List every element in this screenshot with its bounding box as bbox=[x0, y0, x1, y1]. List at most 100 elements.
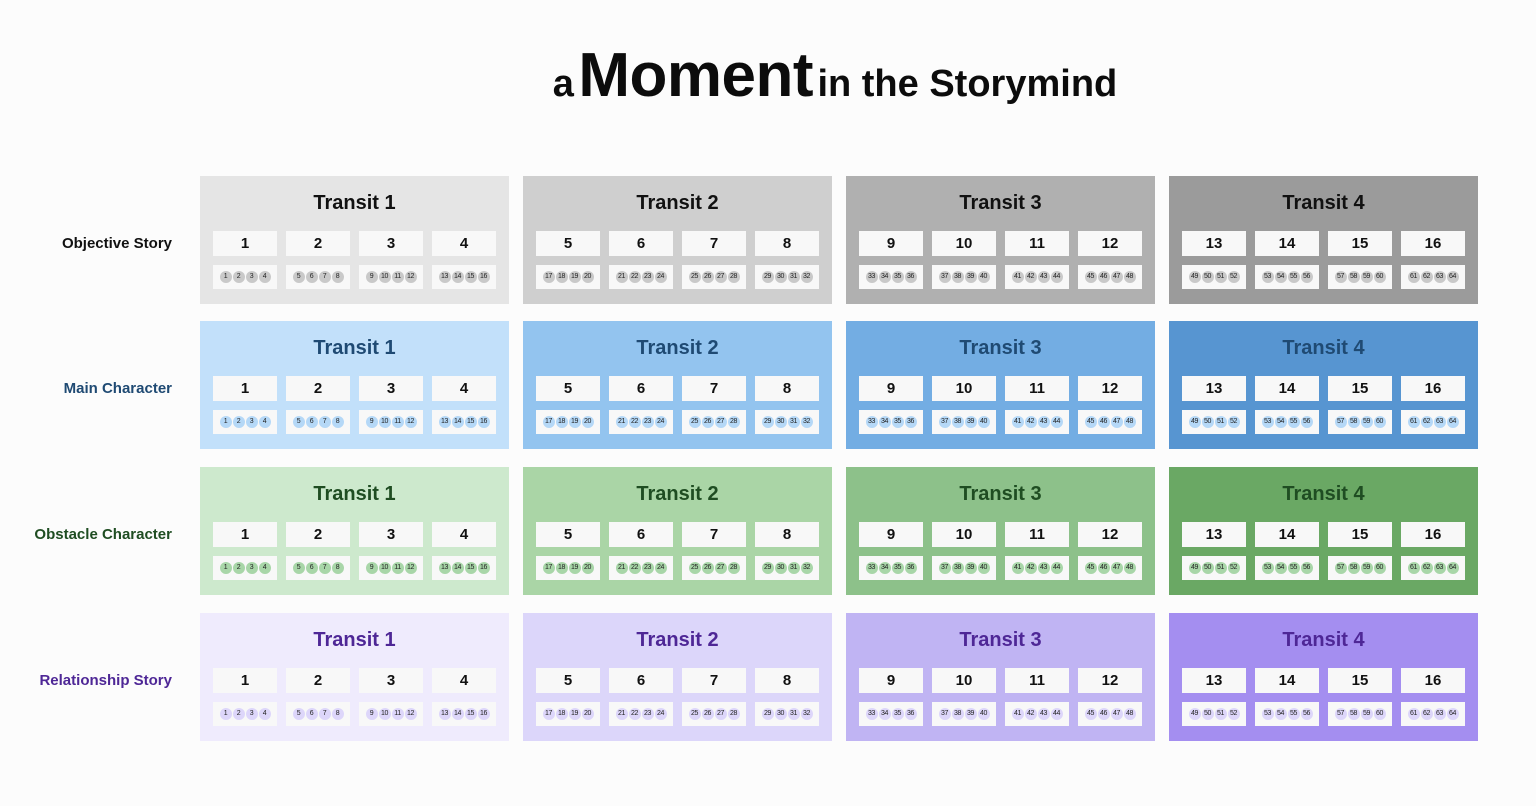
sub-step-dot: 33 bbox=[865, 562, 878, 574]
sub-step-dot: 34 bbox=[878, 562, 891, 574]
row-label: Main Character bbox=[63, 380, 172, 397]
sub-step-dot: 37 bbox=[938, 708, 951, 720]
step-number: 5 bbox=[536, 522, 600, 547]
step-number: 9 bbox=[859, 522, 923, 547]
step-number: 4 bbox=[432, 376, 496, 401]
step-number: 13 bbox=[1182, 522, 1246, 547]
sub-step-dot: 59 bbox=[1360, 416, 1373, 428]
sub-step-dot: 62 bbox=[1420, 271, 1433, 283]
transit-title: Transit 1 bbox=[313, 337, 396, 359]
sub-step-dot: 43 bbox=[1037, 271, 1050, 283]
sub-step-dot: 51 bbox=[1214, 416, 1227, 428]
sub-step-dot: 45 bbox=[1084, 562, 1097, 574]
title-main: Moment bbox=[578, 41, 813, 110]
sub-step-dot: 18 bbox=[555, 708, 568, 720]
transit-title: Transit 1 bbox=[313, 629, 396, 651]
step-number: 3 bbox=[359, 376, 423, 401]
sub-step-dot: 45 bbox=[1084, 708, 1097, 720]
sub-step-dot: 63 bbox=[1433, 562, 1446, 574]
sub-step-dot: 17 bbox=[542, 708, 555, 720]
sub-step-dot: 32 bbox=[800, 416, 813, 428]
step-number: 8 bbox=[755, 231, 819, 256]
step-number: 14 bbox=[1255, 376, 1319, 401]
step-number: 2 bbox=[286, 522, 350, 547]
step-number: 9 bbox=[859, 376, 923, 401]
sub-step-dot: 19 bbox=[568, 416, 581, 428]
sub-step-dot: 8 bbox=[331, 416, 344, 428]
sub-step-dot: 49 bbox=[1188, 562, 1201, 574]
sub-step-dot: 15 bbox=[464, 562, 477, 574]
sub-step-dot: 16 bbox=[477, 416, 490, 428]
step-number: 10 bbox=[932, 231, 996, 256]
transit-title: Transit 2 bbox=[636, 337, 719, 359]
sub-step-dot: 48 bbox=[1123, 562, 1136, 574]
sub-step-dot: 57 bbox=[1334, 416, 1347, 428]
step-number: 1 bbox=[213, 231, 277, 256]
step-number: 6 bbox=[609, 668, 673, 693]
sub-step-dot: 54 bbox=[1274, 416, 1287, 428]
sub-step-dot: 39 bbox=[964, 416, 977, 428]
sub-step-dot: 30 bbox=[774, 271, 787, 283]
sub-step-dot: 9 bbox=[365, 271, 378, 283]
sub-step-dot: 31 bbox=[787, 708, 800, 720]
transit-title: Transit 2 bbox=[636, 192, 719, 214]
sub-step-dot: 17 bbox=[542, 271, 555, 283]
sub-step-dot: 42 bbox=[1024, 562, 1037, 574]
sub-step-dot: 56 bbox=[1300, 562, 1313, 574]
sub-step-dot: 9 bbox=[365, 562, 378, 574]
title-prefix: a bbox=[552, 63, 574, 105]
step-number: 4 bbox=[432, 668, 496, 693]
sub-step-dot: 19 bbox=[568, 708, 581, 720]
sub-step-dot: 42 bbox=[1024, 271, 1037, 283]
sub-step-dot: 53 bbox=[1261, 708, 1274, 720]
sub-step-dot: 20 bbox=[581, 416, 594, 428]
step-number: 5 bbox=[536, 668, 600, 693]
sub-step-dot: 22 bbox=[628, 708, 641, 720]
sub-step-dot: 47 bbox=[1110, 271, 1123, 283]
sub-step-dot: 6 bbox=[305, 708, 318, 720]
sub-step-dot: 60 bbox=[1373, 708, 1386, 720]
sub-step-dot: 25 bbox=[688, 708, 701, 720]
sub-step-dot: 21 bbox=[615, 708, 628, 720]
sub-step-dot: 59 bbox=[1360, 562, 1373, 574]
step-number: 16 bbox=[1401, 231, 1465, 256]
sub-step-dot: 40 bbox=[977, 271, 990, 283]
sub-step-dot: 48 bbox=[1123, 271, 1136, 283]
sub-step-dot: 2 bbox=[232, 562, 245, 574]
step-number: 7 bbox=[682, 522, 746, 547]
sub-step-dot: 52 bbox=[1227, 416, 1240, 428]
sub-step-dot: 23 bbox=[641, 271, 654, 283]
sub-step-dot: 13 bbox=[438, 416, 451, 428]
sub-step-dot: 13 bbox=[438, 562, 451, 574]
sub-step-dot: 62 bbox=[1420, 416, 1433, 428]
step-number: 15 bbox=[1328, 376, 1392, 401]
step-number: 1 bbox=[213, 522, 277, 547]
sub-step-dot: 44 bbox=[1050, 416, 1063, 428]
sub-step-dot: 6 bbox=[305, 271, 318, 283]
transit-title: Transit 4 bbox=[1282, 337, 1365, 359]
sub-step-dot: 10 bbox=[378, 562, 391, 574]
sub-step-dot: 15 bbox=[464, 708, 477, 720]
sub-step-dot: 18 bbox=[555, 416, 568, 428]
sub-step-dot: 46 bbox=[1097, 708, 1110, 720]
sub-step-dot: 56 bbox=[1300, 271, 1313, 283]
sub-step-dot: 1 bbox=[219, 562, 232, 574]
sub-step-dot: 35 bbox=[891, 416, 904, 428]
sub-step-dot: 23 bbox=[641, 708, 654, 720]
sub-step-dot: 22 bbox=[628, 416, 641, 428]
